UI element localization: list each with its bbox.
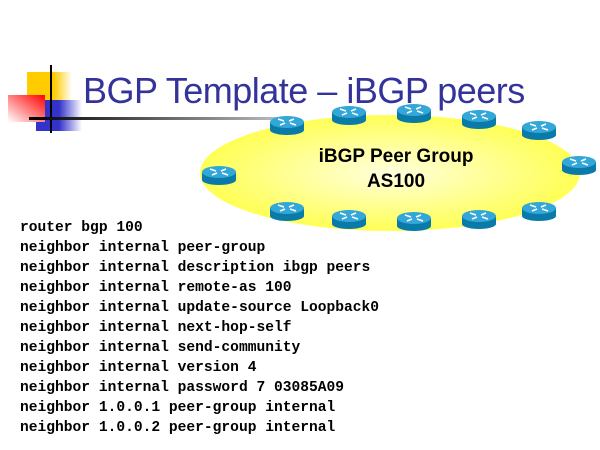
code-line: neighbor internal version 4	[20, 360, 257, 376]
code-line: neighbor internal next-hop-self	[20, 320, 292, 336]
router-icon	[270, 116, 304, 135]
code-line: neighbor internal update-source Loopback…	[20, 300, 380, 316]
peer-group-ellipse	[200, 115, 580, 231]
code-line: neighbor internal peer-group	[20, 240, 266, 256]
router-icon	[462, 210, 496, 229]
config-code: router bgp 100 neighbor internal peer-gro…	[20, 218, 379, 438]
router-icon	[332, 210, 366, 229]
page-title: BGP Template – iBGP peers	[83, 70, 525, 111]
peer-group-label: iBGP Peer Group	[319, 146, 474, 167]
code-line: router bgp 100	[20, 220, 143, 236]
router-icon	[397, 212, 431, 231]
router-icon	[522, 121, 556, 140]
router-icon	[562, 156, 596, 175]
code-line: neighbor 1.0.0.1 peer-group internal	[20, 400, 336, 416]
code-line: neighbor internal password 7 03085A09	[20, 380, 345, 396]
code-line: neighbor internal description ibgp peers	[20, 260, 371, 276]
router-icon	[332, 106, 366, 125]
router-icon	[270, 202, 304, 221]
code-line: neighbor 1.0.0.2 peer-group internal	[20, 420, 336, 436]
as-label: AS100	[367, 171, 425, 192]
code-line: neighbor internal remote-as 100	[20, 280, 292, 296]
router-icon	[397, 104, 431, 123]
title-underline	[29, 117, 279, 120]
slide-logo-squares	[8, 65, 82, 133]
router-icon	[522, 202, 556, 221]
router-icon	[202, 166, 236, 185]
router-icon	[462, 110, 496, 129]
code-line: neighbor internal send-community	[20, 340, 301, 356]
